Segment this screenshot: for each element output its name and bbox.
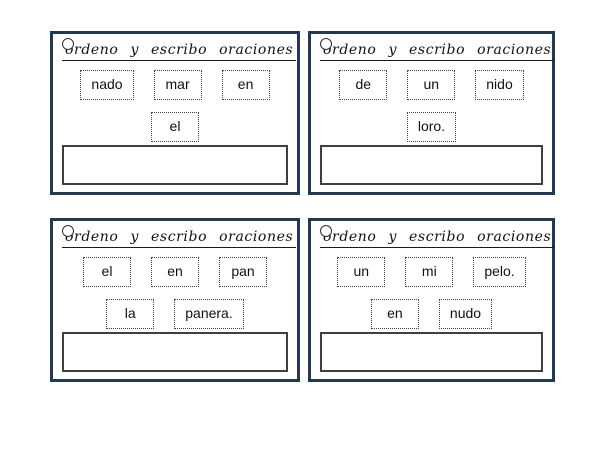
word-row: la panera. (62, 299, 288, 329)
punch-hole-icon (62, 38, 74, 50)
word-box[interactable]: un (337, 257, 386, 288)
word-box[interactable]: el (83, 257, 131, 288)
sentence-card: ordeno y escribo oraciones nado mar en e… (50, 31, 300, 195)
word-box[interactable]: loro. (406, 112, 457, 142)
word-box[interactable]: nudo (438, 299, 493, 329)
card-title: ordeno y escribo oraciones (62, 42, 297, 62)
word-box[interactable]: el (151, 112, 199, 142)
word-box[interactable]: panera. (174, 299, 244, 329)
word-row: un mi pelo. (320, 257, 543, 288)
word-box[interactable]: mi (405, 257, 454, 288)
punch-hole-icon (62, 225, 74, 237)
word-box[interactable]: nado (80, 70, 134, 101)
word-box[interactable]: un (407, 70, 456, 101)
word-row: nado mar en (62, 70, 288, 101)
word-row: en nudo (320, 299, 543, 329)
sentence-card: ordeno y escribo oraciones el en pan la … (50, 218, 300, 382)
answer-writing-box[interactable] (320, 332, 543, 372)
word-box[interactable]: de (339, 70, 388, 101)
card-title: ordeno y escribo oraciones (62, 229, 297, 249)
answer-writing-box[interactable] (62, 145, 288, 185)
punch-hole-icon (320, 38, 332, 50)
word-box[interactable]: mar (153, 70, 202, 101)
word-box[interactable]: nido (475, 70, 524, 101)
answer-writing-box[interactable] (320, 145, 543, 185)
word-row: el en pan (62, 257, 288, 288)
sentence-card: ordeno y escribo oraciones de un nido lo… (308, 31, 555, 195)
answer-writing-box[interactable] (62, 332, 288, 372)
word-row: de un nido (320, 70, 543, 101)
word-box[interactable]: pan (219, 257, 267, 288)
word-box[interactable]: en (221, 70, 270, 101)
word-row: loro. (320, 112, 543, 142)
word-box[interactable]: en (370, 299, 419, 329)
word-box[interactable]: en (151, 257, 199, 288)
word-box[interactable]: la (106, 299, 155, 329)
punch-hole-icon (320, 225, 332, 237)
word-box[interactable]: pelo. (473, 257, 526, 288)
word-row: el (62, 112, 288, 142)
worksheet-grid: ordeno y escribo oraciones nado mar en e… (50, 31, 555, 382)
card-title: ordeno y escribo oraciones (320, 229, 555, 249)
sentence-card: ordeno y escribo oraciones un mi pelo. e… (308, 218, 555, 382)
card-title: ordeno y escribo oraciones (320, 42, 555, 62)
